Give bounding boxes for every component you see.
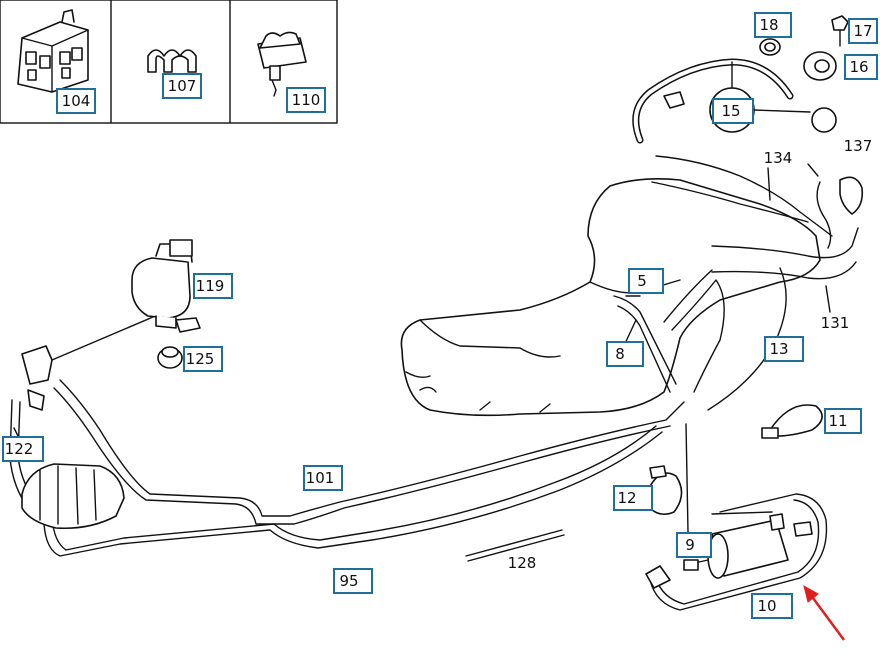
- svg-text:125: 125: [186, 350, 215, 368]
- return-line-131: [711, 227, 859, 280]
- callout-9: 9: [676, 532, 712, 558]
- callout-122: 122: [2, 436, 44, 462]
- callout-110: 110: [286, 87, 326, 113]
- part-11-cable-tie: [761, 404, 823, 439]
- svg-text:17: 17: [853, 22, 872, 40]
- part-18-hose-clamp: [759, 38, 781, 56]
- svg-text:119: 119: [196, 277, 225, 295]
- part-122-valve: [21, 313, 161, 411]
- svg-text:8: 8: [615, 345, 625, 363]
- svg-text:12: 12: [617, 489, 636, 507]
- part-16-grommet: [803, 51, 837, 81]
- part-104-connector-block: [17, 9, 89, 93]
- callout-16: 16: [844, 54, 878, 80]
- callout-11: 11: [824, 408, 862, 434]
- svg-text:101: 101: [306, 469, 335, 487]
- part-119-pump: [131, 239, 201, 333]
- callout-13: 13: [764, 336, 804, 362]
- svg-text:10: 10: [757, 597, 776, 615]
- fuel-line-101: [53, 379, 685, 525]
- line-128: [465, 529, 565, 562]
- part-17-screw: [831, 15, 849, 47]
- svg-text:13: 13: [769, 340, 788, 358]
- label-137: 137: [844, 137, 873, 155]
- part-125-cap: [157, 346, 183, 369]
- callout-5: 5: [628, 268, 664, 294]
- callout-10: 10: [751, 593, 793, 619]
- svg-text:95: 95: [339, 572, 358, 590]
- svg-text:9: 9: [685, 536, 695, 554]
- label-128: 128: [508, 554, 537, 572]
- svg-text:16: 16: [849, 58, 868, 76]
- svg-text:15: 15: [721, 102, 740, 120]
- callout-8: 8: [606, 341, 644, 367]
- svg-text:122: 122: [5, 440, 34, 458]
- callout-125: 125: [183, 346, 223, 372]
- callout-119: 119: [193, 273, 233, 299]
- part-107-triple-clip: [147, 49, 197, 73]
- red-pointer-arrow: [803, 584, 846, 641]
- callout-17: 17: [848, 18, 878, 44]
- part-10-fuel-line: [645, 493, 828, 611]
- svg-text:5: 5: [637, 272, 647, 290]
- svg-text:104: 104: [62, 92, 91, 110]
- callout-12: 12: [613, 485, 653, 511]
- part-9-fuel-filter: [683, 511, 813, 579]
- svg-text:18: 18: [759, 16, 778, 34]
- callout-18: 18: [754, 12, 792, 38]
- fuel-tank: [400, 178, 821, 417]
- intake-manifold: [21, 463, 125, 530]
- label-134: 134: [764, 149, 793, 167]
- label-131: 131: [821, 314, 850, 332]
- part-12-clamp: [647, 465, 683, 516]
- vent-lines-134-137: [651, 155, 864, 249]
- part-110-clip-with-screw: [257, 31, 307, 97]
- svg-text:11: 11: [828, 412, 847, 430]
- callout-15: 15: [712, 98, 754, 124]
- svg-text:110: 110: [292, 91, 321, 109]
- callout-95: 95: [333, 568, 373, 594]
- callout-104: 104: [56, 88, 96, 114]
- callout-107: 107: [162, 73, 202, 99]
- callout-101: 101: [303, 465, 343, 491]
- svg-text:107: 107: [168, 77, 197, 95]
